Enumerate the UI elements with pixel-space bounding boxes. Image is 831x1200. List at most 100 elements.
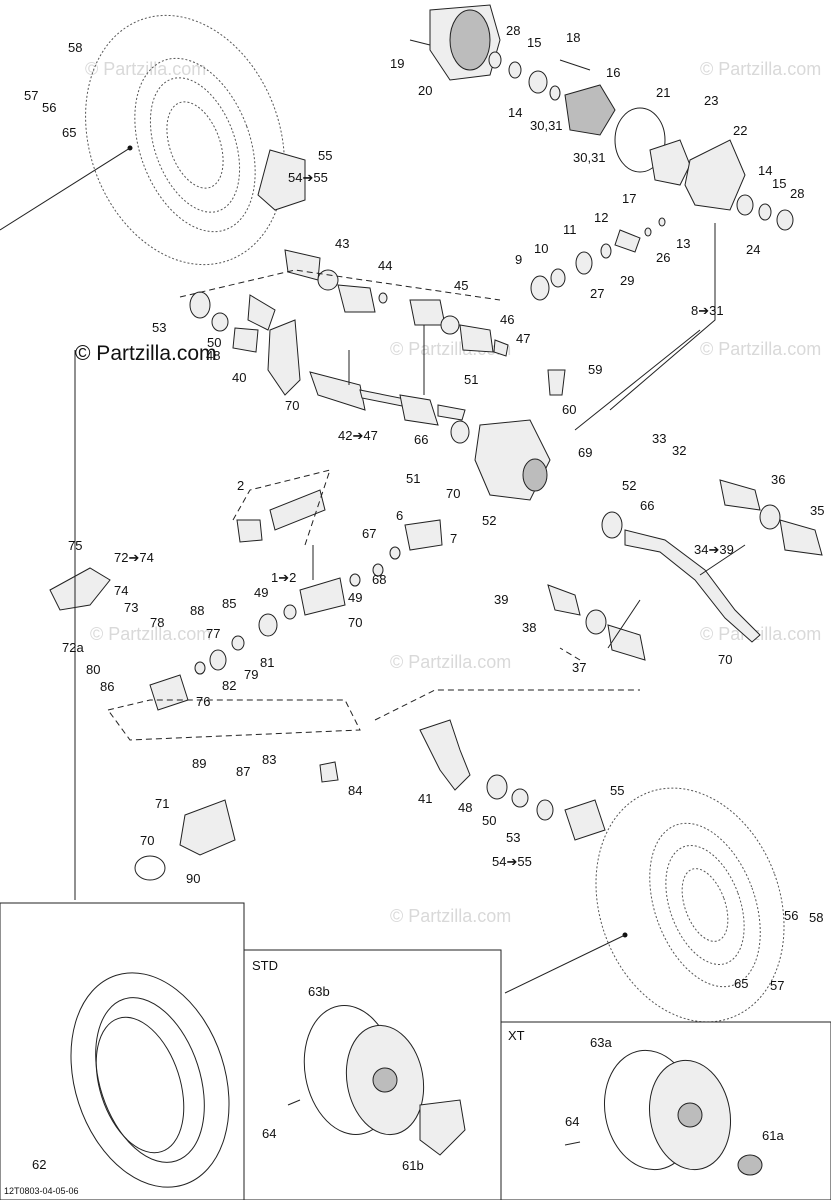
callout: 42➔47 (338, 428, 378, 443)
callout: 24 (746, 242, 760, 257)
callout: 89 (192, 756, 206, 771)
callout: 87 (236, 764, 250, 779)
rear-wheel-assembly (504, 787, 785, 1023)
callout: 29 (620, 273, 634, 288)
callout: 64 (565, 1114, 579, 1129)
callout: 36 (771, 472, 785, 487)
callout: 7 (450, 531, 457, 546)
callout: 19 (390, 56, 404, 71)
xt-label: XT (508, 1028, 525, 1043)
callout: 46 (500, 312, 514, 327)
callout: 30,31 (573, 150, 606, 165)
callout: 58 (809, 910, 823, 925)
callout: 57 (770, 978, 784, 993)
callout: 54➔55 (492, 854, 532, 869)
callout: 39 (494, 592, 508, 607)
callout: 53 (506, 830, 520, 845)
callout: 38 (522, 620, 536, 635)
callout: 9 (515, 252, 522, 267)
callout: 88 (190, 603, 204, 618)
diagram-code: 12T0803-04-05-06 (4, 1186, 79, 1196)
callout: 21 (656, 85, 670, 100)
callout: 14 (758, 163, 772, 178)
callout: 72➔74 (114, 550, 154, 565)
callout: 51 (464, 372, 478, 387)
callout: 71 (155, 796, 169, 811)
callout: 83 (262, 752, 276, 767)
callout: 68 (372, 572, 386, 587)
std-label: STD (252, 958, 278, 973)
callout: 49 (348, 590, 362, 605)
callout: 63a (590, 1035, 612, 1050)
callout: 52 (622, 478, 636, 493)
watermark: © Partzilla.com (85, 59, 206, 79)
callout: 22 (733, 123, 747, 138)
callout: 6 (396, 508, 403, 523)
callout: 18 (566, 30, 580, 45)
callout: 15 (527, 35, 541, 50)
tire-inset (0, 902, 245, 1200)
callout: 65 (734, 976, 748, 991)
callout: 72a (62, 640, 84, 655)
callout: 20 (418, 83, 432, 98)
callout: 52 (482, 513, 496, 528)
callout: 56 (784, 908, 798, 923)
callout: 54➔55 (288, 170, 328, 185)
callouts: 58 57 56 65 55 54➔55 19 20 28 15 18 16 1… (24, 23, 824, 1173)
callout: 41 (418, 791, 432, 806)
watermark: © Partzilla.com (390, 339, 511, 359)
watermark: © Partzilla.com (90, 624, 211, 644)
callout: 90 (186, 871, 200, 886)
callout: 62 (32, 1157, 46, 1172)
callout: 75 (68, 538, 82, 553)
callout: 23 (704, 93, 718, 108)
callout: 28 (506, 23, 520, 38)
callout: 79 (244, 667, 258, 682)
callout: 30,31 (530, 118, 563, 133)
wheel-insets: STD XT (0, 902, 831, 1200)
partzilla-logo: © Partzilla.com (75, 342, 217, 365)
callout: 64 (262, 1126, 276, 1141)
callout: 70 (140, 833, 154, 848)
callout: 33 (652, 431, 666, 446)
callout: 65 (62, 125, 76, 140)
callout: 14 (508, 105, 522, 120)
callout: 85 (222, 596, 236, 611)
callout: 86 (100, 679, 114, 694)
callout: 63b (308, 984, 330, 999)
differential-housing (409, 4, 794, 231)
callout: 11 (563, 222, 577, 237)
callout: 55 (610, 783, 624, 798)
callout: 70 (446, 486, 460, 501)
callout: 27 (590, 286, 604, 301)
callout: 66 (414, 432, 428, 447)
callout: 45 (454, 278, 468, 293)
watermark: © Partzilla.com (700, 59, 821, 79)
callout: 56 (42, 100, 56, 115)
callout: 50 (207, 335, 221, 350)
callout: 1➔2 (271, 570, 296, 585)
callout: 67 (362, 526, 376, 541)
callout: 16 (606, 65, 620, 80)
callout: 15 (772, 176, 786, 191)
callout: 57 (24, 88, 38, 103)
guide-lines (74, 223, 746, 900)
callout: 70 (348, 615, 362, 630)
callout: 34➔39 (694, 542, 734, 557)
callout: 2 (237, 478, 244, 493)
callout: 8➔31 (691, 303, 724, 318)
callout: 81 (260, 655, 274, 670)
callout: 26 (656, 250, 670, 265)
callout: 61a (762, 1128, 784, 1143)
callout: 47 (516, 331, 530, 346)
callout: 84 (348, 783, 362, 798)
callout: 78 (150, 615, 164, 630)
callout: 50 (482, 813, 496, 828)
callout: 77 (206, 626, 220, 641)
callout: 55 (318, 148, 332, 163)
front-wheel-assembly (0, 14, 285, 266)
callout: 28 (790, 186, 804, 201)
watermark: © Partzilla.com (390, 652, 511, 672)
callout: 12 (594, 210, 608, 225)
callout: 13 (676, 236, 690, 251)
